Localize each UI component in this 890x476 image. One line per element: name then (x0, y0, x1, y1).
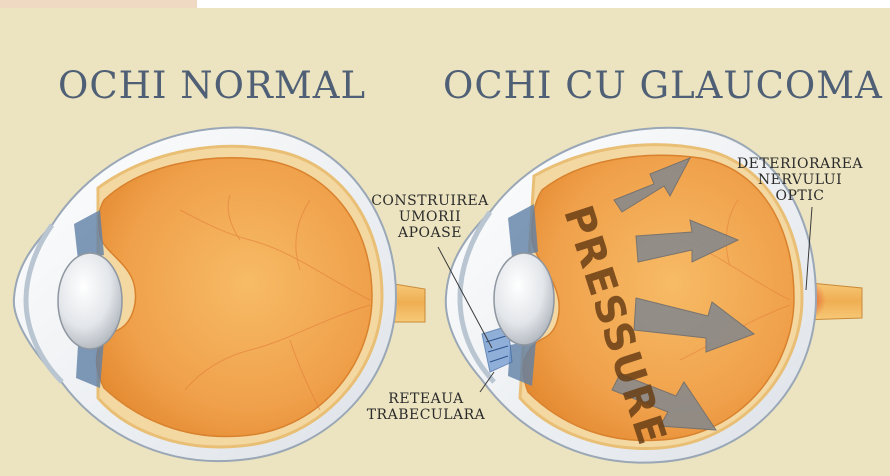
label-aqueous-line-3: APOASE (358, 225, 502, 241)
label-aqueous-line-2: UMORII (358, 209, 502, 225)
label-aqueous-line-1: CONSTRUIREA (358, 193, 502, 209)
label-optic-line-3: OPTIC (732, 188, 868, 204)
vitreous-normal (96, 158, 372, 437)
lens-glaucoma (494, 253, 554, 345)
label-aqueous-buildup: CONSTRUIREA UMORII APOASE (358, 193, 502, 241)
label-trabecular-line-1: RETEAUA (356, 391, 496, 407)
lens-normal (58, 253, 122, 349)
label-optic-line-2: NERVULUI (732, 172, 868, 188)
title-normal-eye: OCHI NORMAL (58, 64, 366, 107)
label-trabecular-line-2: TRABECULARA (356, 407, 496, 423)
label-optic-nerve-damage: DETERIORAREA NERVULUI OPTIC (732, 156, 868, 204)
label-trabecular-meshwork: RETEAUA TRABECULARA (356, 391, 496, 423)
label-optic-line-1: DETERIORAREA (732, 156, 868, 172)
title-glaucoma-eye: OCHI CU GLAUCOMA (443, 64, 883, 107)
